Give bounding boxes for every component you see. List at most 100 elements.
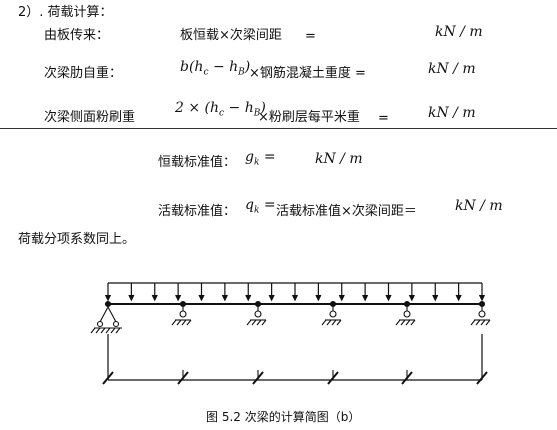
live-load-symbol: qk = [245,198,276,216]
pin-support-triangle [99,306,117,323]
roller-support-circle [403,310,411,318]
ground-hatch [100,327,106,334]
roller-support-circle [329,310,337,318]
live-load-sym: q [245,197,254,213]
ground-hatch [336,319,342,326]
support [90,300,122,385]
live-load-unit: kN / m [455,198,503,214]
ground-hatch [90,327,96,334]
support-joint [179,300,187,308]
support [395,300,416,385]
frame-column-tick [476,371,488,385]
dead-load-label: 恒载标准值： [158,155,237,170]
roller-support-circle [179,310,187,318]
ground-hatch [485,319,491,326]
ground-hatch [110,327,116,334]
ground-hatch [470,319,476,326]
support-joint [104,300,112,308]
load-arrow-head [128,294,135,302]
formula-sub-c: c [203,67,209,78]
formula-math-prefix: b(h [180,59,204,75]
pin-support-roller [112,320,120,328]
live-load-sub: k [253,205,260,216]
ground-hatch [256,319,262,326]
row-formula-text-rib-weight: ×钢筋混凝土重度 = [249,66,366,81]
formula-math-mid: − h [224,100,254,116]
figure-caption: 图 5.2 次梁的计算简图（b） [206,410,361,424]
formula-sub-b: B [253,108,261,119]
load-factor-note: 荷载分项系数同上。 [18,232,136,247]
support [246,300,267,385]
load-arrow-head [478,294,486,302]
load-arrow-head [221,294,228,302]
section-heading: 2）. 荷载计算： [18,5,113,20]
row-label-plaster-weight: 次梁侧面粉刷重 [44,110,136,125]
formula-math-close: ) [244,59,251,75]
ground-hatch [115,327,121,334]
load-arrow-head [315,294,322,302]
load-arrow-head [385,294,392,302]
load-arrow-head [291,294,299,302]
dead-load-unit: kN / m [315,151,363,167]
ground-hatch [261,319,267,326]
support-joint [403,300,411,308]
load-arrow-head [338,294,345,302]
load-arrow-head [432,294,439,302]
ground-hatch [95,327,101,334]
support-joint [329,300,337,308]
support-joint [254,300,262,308]
live-load-text: 活载标准值×次梁间距＝ [276,204,417,219]
row-unit-slab-load: kN / m [435,24,483,40]
row-label-rib-weight: 次梁肋自重： [44,66,123,81]
ground-hatch [171,319,177,326]
load-arrow-head [245,294,252,302]
load-arrow-head [151,294,158,302]
ground-hatch [105,327,111,334]
roller-support-circle [478,310,486,318]
load-arrow-head [268,294,275,302]
roller-support-circle [254,310,262,318]
pin-support-roller [96,320,104,328]
load-arrow-head [198,294,205,302]
dead-load-sym: g [245,149,254,165]
support [321,300,342,385]
ground-hatch [480,319,486,326]
distributed-load [104,283,486,302]
load-arrow-head [175,294,182,302]
formula-sub-b: B [238,67,245,78]
row-formula-slab-load: 板恒载×次梁间距 [180,28,282,43]
ground-hatch [400,319,406,326]
row-formula-rib-weight: b(hc − hB) [180,60,250,78]
formula-math-close: ) [260,100,266,116]
load-arrow-head [104,294,112,302]
row-formula-plaster-weight: 2 × (hc − hB) [175,101,266,119]
ground-hatch [405,319,411,326]
dead-load-equals: = [259,149,276,165]
row-equals-plaster-weight: = [378,111,389,126]
live-load-label: 活载标准值： [158,204,237,219]
support-joint [478,300,486,308]
ground-hatch [326,319,332,326]
ground-hatch [176,319,182,326]
ground-hatch [251,319,257,326]
ground-hatch [475,319,481,326]
ground-hatch [246,319,252,326]
formula-math-mid: − h [208,59,239,75]
row-label-slab-load: 由板传来： [44,28,110,43]
row-equals-slab-load: = [305,29,316,44]
live-load-equals: = [259,197,276,213]
load-arrow-head [362,294,369,302]
ground-hatch [186,319,192,326]
row-formula-text-plaster-weight: ×粉刷层每平米重 [258,110,360,125]
formula-math-prefix: 2 × (h [175,100,220,116]
ground-hatch [395,319,401,326]
formula-sub-c: c [219,108,225,119]
load-arrow-head [455,294,462,302]
ground-hatch [410,319,416,326]
support [470,300,491,385]
load-arrow-head [408,294,415,302]
horizontal-rule [0,128,557,129]
beam-and-supports [107,282,483,381]
frame-column-tick [102,371,114,385]
